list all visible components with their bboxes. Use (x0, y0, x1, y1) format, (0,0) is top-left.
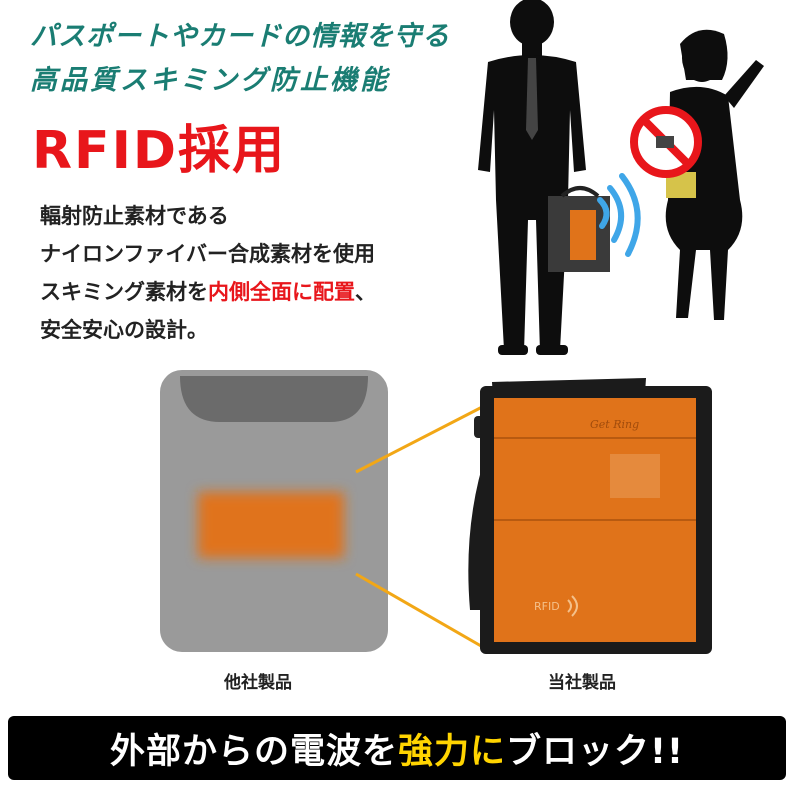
description-line3: スキミング素材を内側全面に配置、 (40, 276, 376, 306)
headline-line1: パスポートやカードの情報を守る (30, 21, 450, 52)
briefcase (548, 186, 610, 272)
pouch-brand: Get Ring (590, 418, 639, 431)
no-sign-icon (630, 106, 702, 178)
description-line1: 輻射防止素材である (40, 204, 229, 228)
description-line4: 安全安心の設計。 (40, 318, 208, 342)
businessman-silhouette (478, 0, 586, 355)
description-line3-pre: スキミング素材を (40, 280, 208, 304)
banner-pre: 外部からの電波を (110, 731, 399, 772)
bottom-banner: 外部からの電波を強力にブロック!! (8, 716, 786, 780)
our-product-pouch: Get Ring RFID (468, 378, 712, 654)
banner-highlight: 強力に (398, 731, 507, 772)
wireless-signal-icon (597, 173, 641, 257)
description-line3-highlight: 内側全面に配置 (208, 280, 355, 304)
description-line3-post: 、 (355, 280, 376, 304)
pouch-rfid-label: RFID (534, 600, 560, 613)
tie (526, 58, 538, 140)
description-line2: ナイロンファイバー合成素材を使用 (40, 242, 375, 266)
skimming-illustration (478, 0, 764, 355)
headline-line2: 高品質スキミング防止機能 (30, 65, 390, 96)
banner-post: ブロック!! (506, 731, 684, 772)
our-product-caption: 当社製品 (548, 673, 616, 693)
skimming-area (198, 492, 344, 558)
rfid-signal-icon (567, 595, 578, 617)
rfid-title: RFID採用 (32, 121, 287, 181)
competitor-pouch (160, 370, 388, 652)
competitor-caption: 他社製品 (224, 673, 292, 693)
